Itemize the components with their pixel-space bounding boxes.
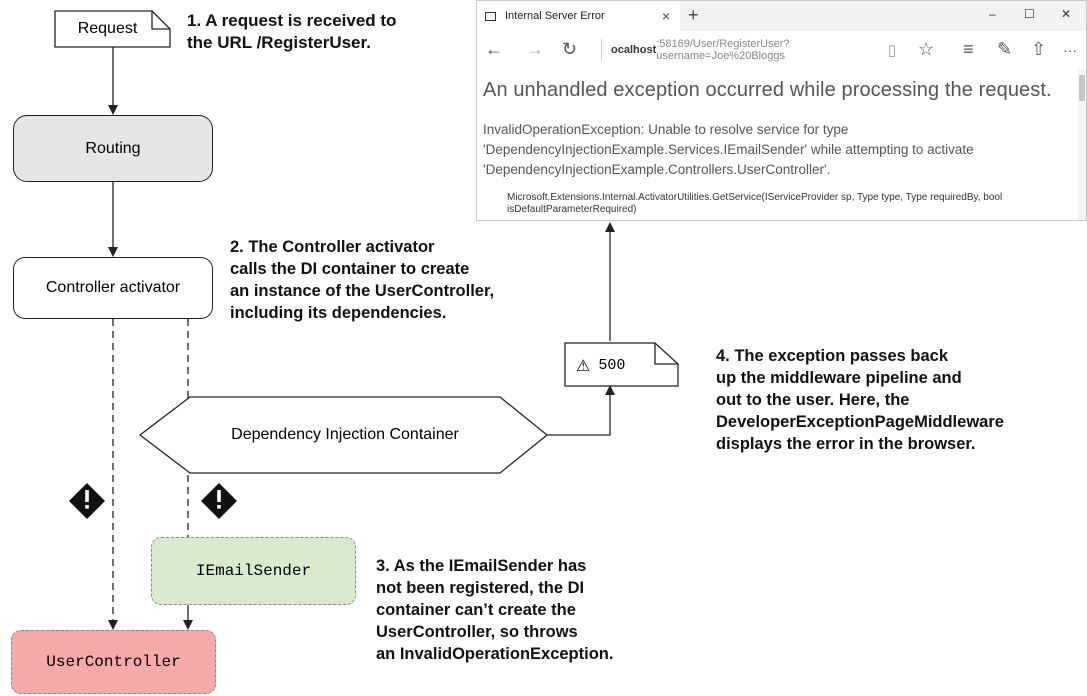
warning-icon: ⚠ [576, 355, 591, 375]
new-tab-button[interactable]: + [688, 5, 699, 25]
controller-activator-node: Controller activator [13, 257, 213, 319]
web-notes-icon[interactable]: ✎ [997, 39, 1013, 59]
controller-activator-label: Controller activator [45, 279, 181, 296]
arrow-di-to-500 [547, 385, 615, 436]
scrollbar-thumb[interactable] [1079, 75, 1085, 101]
status-500-fold [654, 343, 678, 365]
page-content: An unhandled exception occurred while pr… [477, 69, 1077, 220]
tab-close-icon[interactable]: × [661, 8, 670, 24]
address-host: ocalhost [611, 44, 657, 56]
scrollbar[interactable] [1078, 69, 1086, 220]
hub-icon[interactable]: ≡ [963, 39, 974, 59]
tab-title: Internal Server Error [505, 10, 605, 22]
note-step-4: 4. The exception passes back up the midd… [716, 347, 1004, 453]
reading-view-icon[interactable]: ▯ [888, 42, 897, 59]
navigation-bar: ← → ↻ ocalhost:58169/User/RegisterUser?u… [477, 31, 1086, 69]
iemailsender-label: IEmailSender [195, 562, 312, 580]
note-step-3: 3. As the IEmailSender has not been regi… [376, 557, 614, 663]
di-container-shape [138, 396, 549, 474]
tab-bar: Internal Server Error × + – ☐ ✕ [477, 1, 1086, 31]
close-window-button[interactable]: ✕ [1061, 7, 1072, 21]
address-bar[interactable]: ocalhost:58169/User/RegisterUser?usernam… [601, 38, 877, 62]
status-500-shape [564, 342, 679, 387]
error-message: InvalidOperationException: Unable to res… [483, 122, 974, 177]
request-node: Request [55, 11, 160, 47]
usercontroller-node: UserController [11, 630, 216, 694]
routing-label: Routing [85, 139, 141, 157]
refresh-button[interactable]: ↻ [562, 39, 578, 59]
note-step-1: 1. A request is received to the URL /Reg… [187, 11, 397, 52]
browser-window: Internal Server Error × + – ☐ ✕ ← → ↻ oc… [476, 0, 1087, 221]
tab-internal-server-error[interactable]: Internal Server Error × [477, 1, 680, 31]
routing-node: Routing [13, 115, 213, 182]
di-container-node: Dependency Injection Container [180, 418, 510, 452]
page-icon [485, 11, 496, 21]
note-step-2: 2. The Controller activator calls the DI… [230, 238, 495, 322]
di-container-label: Dependency Injection Container [231, 426, 459, 443]
status-500-label: 500 [598, 356, 626, 374]
iemailsender-node: IEmailSender [151, 537, 356, 605]
request-shape [54, 10, 171, 48]
forward-button[interactable]: → [526, 39, 544, 59]
usercontroller-label: UserController [46, 653, 181, 671]
request-label: Request [77, 20, 138, 37]
error-stack-trace: Microsoft.Extensions.Internal.ActivatorU… [507, 192, 1003, 215]
request-fold [151, 11, 170, 30]
back-button[interactable]: ← [485, 39, 503, 59]
error-diamond-icon [201, 483, 237, 519]
error-diamond-icon [69, 483, 105, 519]
status-500-node: ⚠ 500 [568, 347, 660, 383]
favorite-star-icon[interactable]: ☆ [918, 39, 935, 59]
address-path: :58169/User/RegisterUser?username=Joe%20… [656, 38, 790, 62]
more-icon[interactable]: ··· [1063, 42, 1077, 58]
error-heading: An unhandled exception occurred while pr… [483, 79, 1052, 101]
maximize-button[interactable]: ☐ [1024, 7, 1035, 21]
share-icon[interactable]: ⇧ [1031, 39, 1047, 59]
minimize-button[interactable]: – [989, 7, 996, 21]
